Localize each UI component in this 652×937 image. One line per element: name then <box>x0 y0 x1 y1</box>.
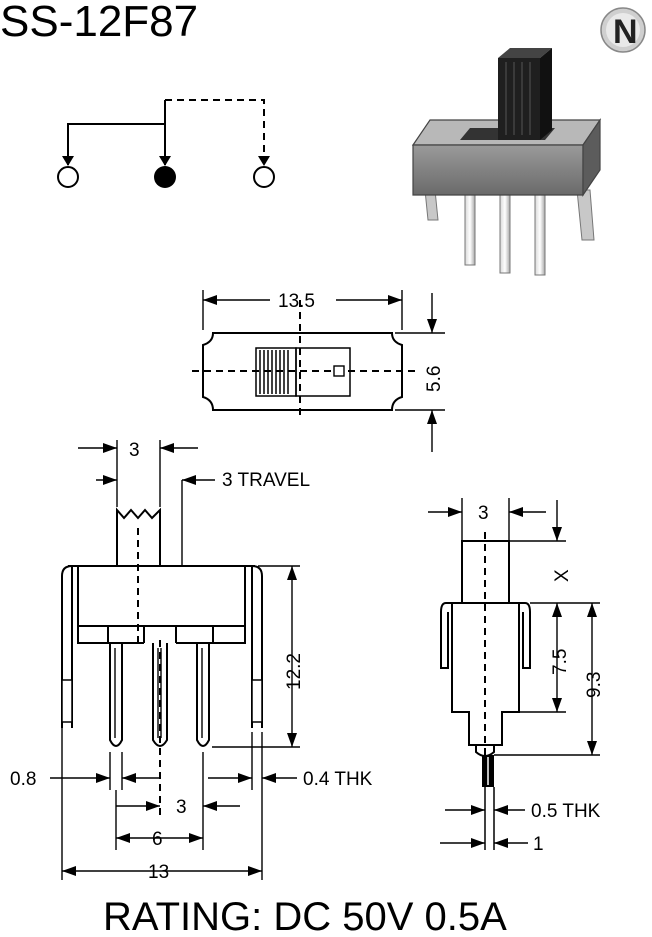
front-view-drawing: 3 3 TRAVEL <box>10 440 373 883</box>
part-number-title: SS-12F87 <box>0 0 198 46</box>
dim-side-thickness-label: 0.5 THK <box>531 801 601 822</box>
brand-logo: N <box>600 7 646 53</box>
dim-pin-span-label: 6 <box>152 829 163 850</box>
dim-travel-label: 3 TRAVEL <box>222 470 310 491</box>
dim-height-label: 5.6 <box>424 366 445 392</box>
dim-pin-pitch-label: 3 <box>176 797 187 818</box>
switch-schematic <box>57 99 275 188</box>
rating-text: RATING: DC 50V 0.5A <box>103 895 507 937</box>
dim-length-label: 13.5 <box>278 291 315 312</box>
dim-pin-width-label: 0.8 <box>10 769 36 790</box>
dim-body-height-label: 12.2 <box>284 653 305 690</box>
dim-side-x-label: X <box>552 569 573 582</box>
switch-3d-illustration <box>411 48 602 276</box>
dim-actuator-width-label: 3 <box>129 440 140 461</box>
logo-letter: N <box>613 13 638 51</box>
top-view-drawing: 13.5 5.6 <box>192 290 445 452</box>
dim-overall-width-label: 13 <box>148 862 169 883</box>
dim-side-7-5-label: 7.5 <box>550 649 571 675</box>
dim-side-actuator-width-label: 3 <box>478 503 489 524</box>
dim-pin-thickness-label: 0.4 THK <box>303 769 373 790</box>
side-view-drawing: 3 X 7.5 9.3 0.5 THK 1 <box>428 498 605 855</box>
dim-side-9-3-label: 9.3 <box>584 672 605 698</box>
dim-side-1-label: 1 <box>533 834 544 855</box>
